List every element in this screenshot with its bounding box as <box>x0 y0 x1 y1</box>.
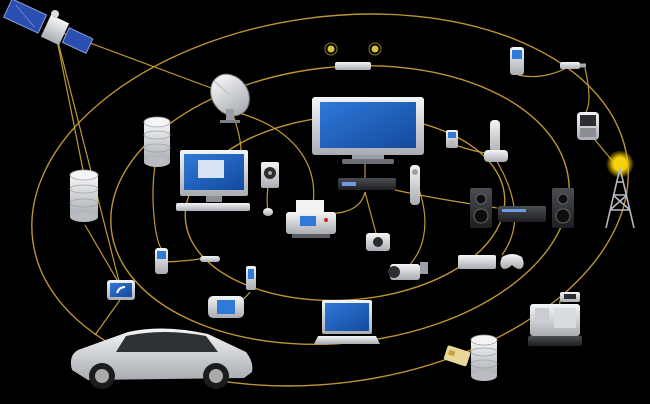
printer-icon <box>286 200 336 238</box>
settop-to-camera-link <box>364 191 379 241</box>
usb-to-smartphone-link <box>584 67 590 113</box>
cell-tower-icon <box>605 150 635 229</box>
settop-to-printer-link <box>317 191 366 214</box>
satellite-dish-icon <box>210 73 250 123</box>
stereo-speakers-icon <box>470 188 574 228</box>
remote-control-icon <box>410 165 420 205</box>
cash-register-icon <box>528 292 582 346</box>
database-icon <box>143 116 171 167</box>
camcorder-icon <box>388 262 428 280</box>
smartphone-icon <box>577 112 599 140</box>
pda-icon <box>246 266 256 290</box>
dish-to-printer-link <box>235 111 315 211</box>
satellite-icon <box>2 0 94 54</box>
flat-panel-tv-icon <box>312 97 424 164</box>
cordless-phone-icon <box>484 120 508 162</box>
credit-card-icon <box>443 345 471 367</box>
car-icon <box>70 328 253 389</box>
mp3-player-icon <box>446 130 458 148</box>
usb-stick-icon <box>560 62 586 69</box>
handheld-game-icon <box>208 296 244 318</box>
laptop-icon <box>314 300 380 344</box>
mobile-phone-icon <box>510 47 524 75</box>
database-to-gps-link <box>84 224 121 286</box>
mobile-phone-icon <box>155 248 168 274</box>
wifi-router-icon <box>324 42 382 70</box>
mouse-icon <box>263 208 273 216</box>
desktop-computer-icon <box>176 150 250 211</box>
headset-icon <box>200 256 220 262</box>
satellite-to-gps-link <box>54 29 121 286</box>
camera-icon <box>366 233 390 251</box>
set-top-box-icon <box>338 178 396 190</box>
database-to-phone-link <box>152 164 163 251</box>
hard-drive-icon <box>261 162 279 188</box>
gps-navigator-icon <box>107 280 135 300</box>
game-console-icon <box>458 254 524 269</box>
database-icon <box>69 169 99 222</box>
database-icon <box>470 334 498 381</box>
gps-to-car-link <box>94 299 121 336</box>
satellite-to-database-link <box>54 29 86 181</box>
